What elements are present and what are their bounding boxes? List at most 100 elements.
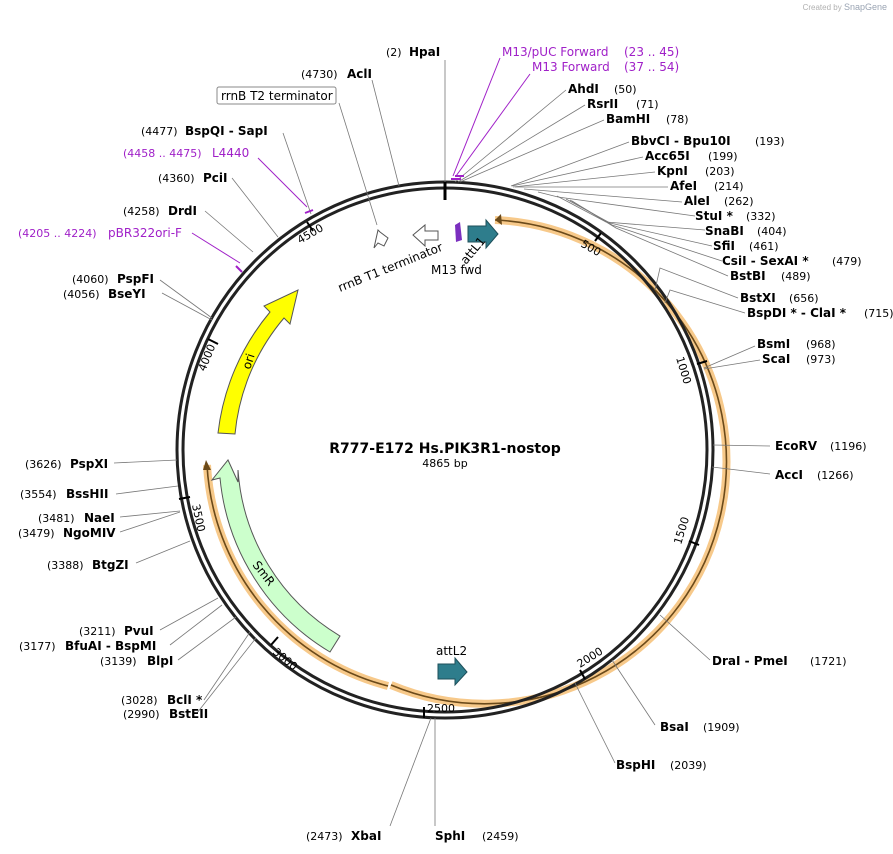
site-name: SfiI: [713, 239, 735, 253]
site-name: BseYI: [108, 287, 146, 301]
site-name: ScaI: [762, 352, 790, 366]
site-name: BsaI: [660, 720, 689, 734]
site-name: NgoMIV: [63, 526, 116, 540]
site-name: BfuAI - BspMI: [65, 639, 156, 653]
site-name: BclI *: [167, 693, 203, 707]
primer-name: M13/pUC Forward: [502, 45, 609, 59]
orf-arrowhead: [495, 214, 502, 225]
primer-ticks: [235, 175, 464, 273]
site-pos: (1909): [703, 721, 740, 734]
primer-name: L4440: [212, 146, 249, 160]
site-name: BssHII: [66, 487, 108, 501]
site-pos: (4258): [123, 205, 160, 218]
site-pos: (3479): [18, 527, 55, 540]
credit-prefix: Created by: [802, 3, 842, 12]
site-name: BbvCI - Bpu10I: [631, 134, 731, 148]
site-pos: (3177): [19, 640, 56, 653]
site-name: PspXI: [70, 457, 108, 471]
site-name: AfeI: [670, 179, 697, 193]
primer-leaders: [191, 57, 531, 264]
site-name: EcoRV: [775, 439, 818, 453]
site-name: AccI: [775, 468, 803, 482]
snapgene-logo: SnapGene: [843, 2, 887, 12]
tick-label-500: 500: [579, 237, 604, 259]
site-pos: (2990): [123, 708, 160, 721]
site-name: RsrII: [587, 97, 618, 111]
tick-label-3000: 3000: [270, 645, 300, 673]
site-pos: (1721): [810, 655, 847, 668]
site-name: SnaBI: [705, 224, 744, 238]
site-pos: (968): [806, 338, 836, 351]
site-name: PvuI: [124, 624, 154, 638]
site-pos: (1196): [830, 440, 867, 453]
site-pos: (78): [666, 113, 689, 126]
rrnb-t1-terminator-shape: [373, 229, 389, 249]
site-pos: (3028): [121, 694, 158, 707]
site-pos: (461): [749, 240, 779, 253]
site-pos: (3211): [79, 625, 116, 638]
site-pos: (332): [746, 210, 776, 223]
site-name: PspFI: [117, 272, 154, 286]
site-pos: (3388): [47, 559, 84, 572]
smr-line-arrowhead: [203, 460, 211, 470]
site-name: BsmI: [757, 337, 790, 351]
snapgene-credit: Created by SnapGene: [803, 2, 887, 12]
site-pos: (2473): [306, 830, 343, 843]
site-name: BstBI: [730, 269, 766, 283]
site-pos: (203): [705, 165, 735, 178]
site-pos: (214): [714, 180, 744, 193]
feature-ori: [217, 289, 299, 435]
site-pos: (193): [755, 135, 785, 148]
site-name: BspHI: [616, 758, 655, 772]
primer-name: pBR322ori-F: [108, 226, 182, 240]
feature-attl2: [437, 656, 468, 687]
feature-smr: [210, 459, 341, 653]
site-name: HpaI: [409, 45, 440, 59]
site-name: DrdI: [168, 204, 197, 218]
site-pos: (3626): [25, 458, 62, 471]
feature-m13-fwd: [455, 222, 462, 242]
site-pos: (2): [386, 46, 402, 59]
smr-line-arc: [206, 464, 389, 687]
feature-label-ori: ori: [240, 352, 258, 371]
site-name: BstXI: [740, 291, 776, 305]
site-pos: (656): [789, 292, 819, 305]
primer-range: (37 .. 54): [624, 60, 679, 74]
feature-label-rrnb-t2: rrnB T2 terminator: [221, 89, 333, 103]
site-name: AclI: [347, 67, 372, 81]
site-pos: (4360): [158, 172, 195, 185]
site-name: SphI: [435, 829, 465, 843]
site-name: StuI *: [695, 209, 734, 223]
site-pos: (3139): [100, 655, 137, 668]
site-name: BlpI: [147, 654, 173, 668]
site-pos: (262): [724, 195, 754, 208]
site-pos: (479): [832, 255, 862, 268]
feature-label-attl2: attL2: [436, 644, 467, 658]
site-pos: (50): [614, 83, 637, 96]
site-name: BamHI: [606, 112, 650, 126]
primer-range: (4205 .. 4224): [18, 227, 97, 240]
plasmid-name: R777-E172 Hs.PIK3R1-nostop: [329, 441, 561, 457]
site-pos: (4477): [141, 125, 178, 138]
site-name: Acc65I: [645, 149, 690, 163]
site-name: AleI: [684, 194, 710, 208]
site-name: KpnI: [657, 164, 688, 178]
site-pos: (404): [757, 225, 787, 238]
rrnb-t2-box: [216, 86, 337, 105]
site-pos: (4056): [63, 288, 100, 301]
site-pos: (973): [806, 353, 836, 366]
site-pos: (3554): [20, 488, 57, 501]
site-name: PciI: [203, 171, 228, 185]
site-name: NaeI: [84, 511, 115, 525]
primer-range: (23 .. 45): [624, 45, 679, 59]
site-pos: (199): [708, 150, 738, 163]
site-leader-lines: [113, 60, 771, 827]
site-pos: (489): [781, 270, 811, 283]
primer-range: (4458 .. 4475): [123, 147, 202, 160]
site-pos: (4060): [72, 273, 109, 286]
site-name: AhdI: [568, 82, 599, 96]
site-pos: (3481): [38, 512, 75, 525]
tick-label-2500: 2500: [427, 702, 455, 715]
primer-name: M13 Forward: [532, 60, 610, 74]
